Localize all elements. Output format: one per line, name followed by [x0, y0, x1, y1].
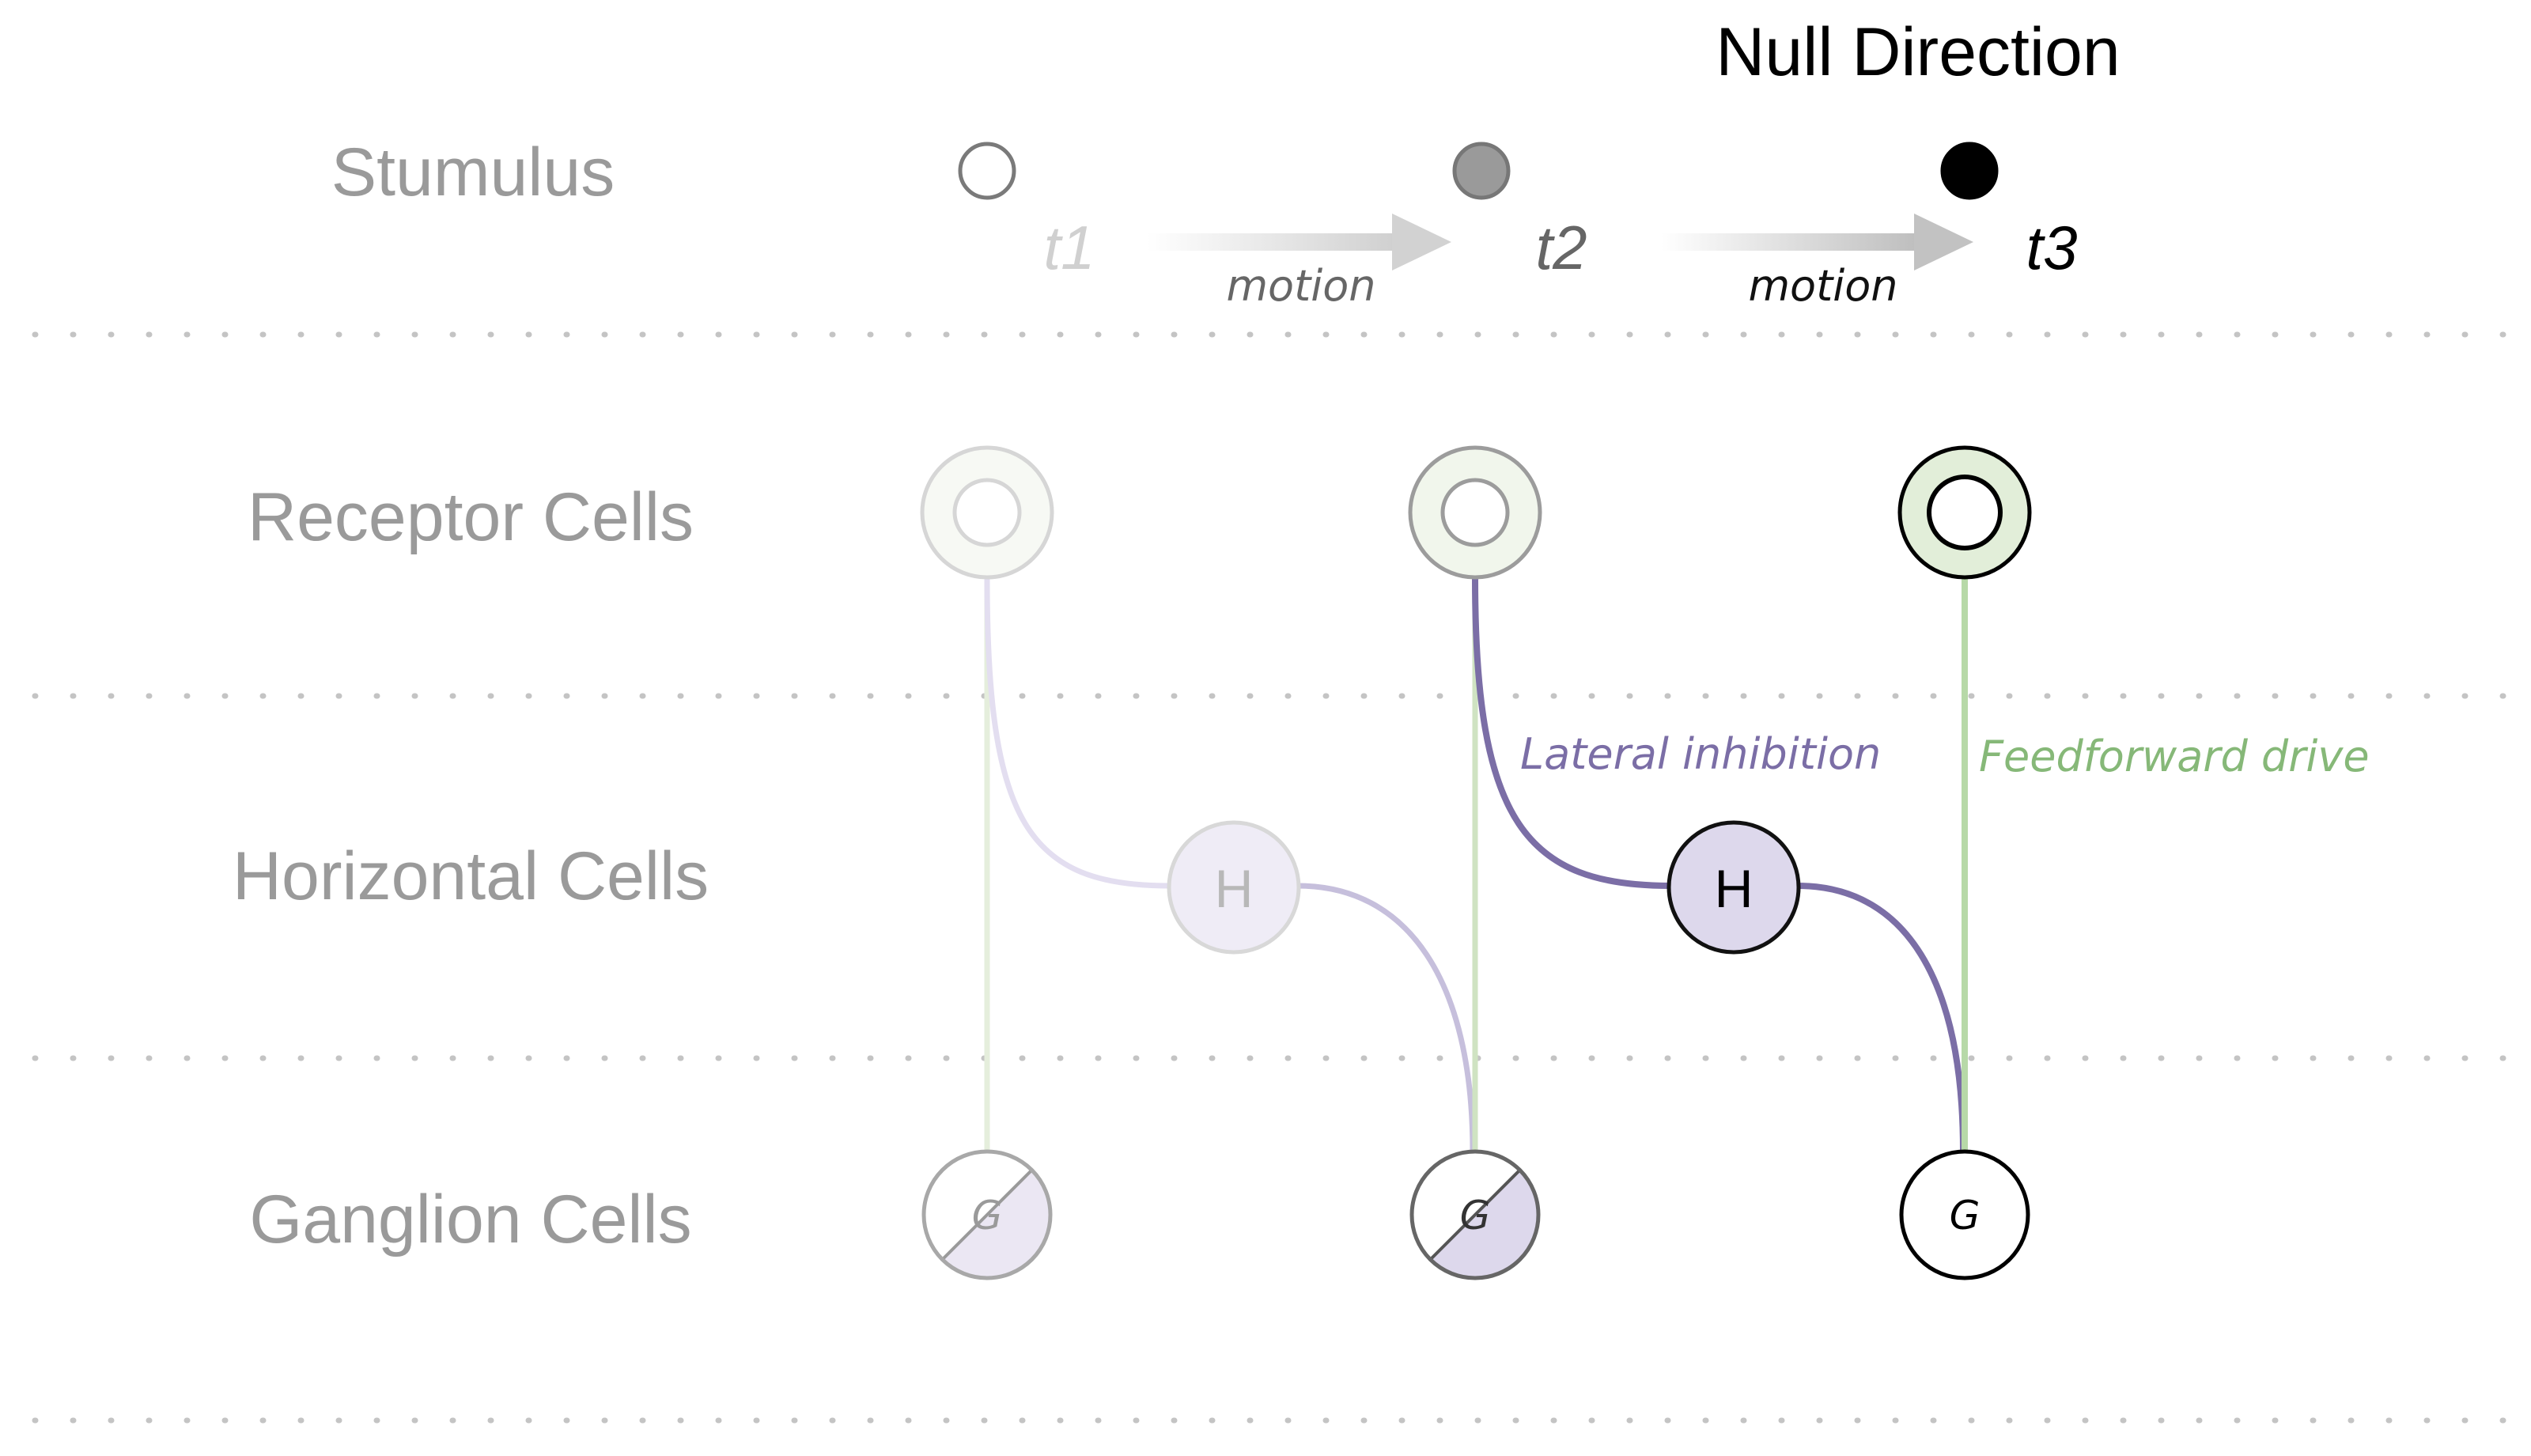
- ganglion-cell-2: G: [1409, 1149, 1541, 1280]
- row-label-horizontal-cells: Horizontal Cells: [233, 838, 709, 914]
- inhibition-path-2-in: [1472, 578, 1671, 889]
- horizontal-cell-1: H: [1167, 820, 1301, 955]
- ganglion-cell-1-letter: G: [972, 1193, 1003, 1239]
- stimulus-dot-t2: [1452, 142, 1511, 200]
- time-label-t3: t3: [2026, 213, 2077, 282]
- annotation-lateral-inhibition: Lateral inhibition: [1520, 729, 1881, 779]
- ganglion-cell-2-letter: G: [1460, 1193, 1491, 1239]
- time-label-t1: t1: [1043, 213, 1095, 282]
- ganglion-cell-3: G: [1899, 1149, 2030, 1280]
- motion-arrow-2: [1661, 214, 1973, 270]
- diagram-title: Null Direction: [1716, 14, 2120, 90]
- receptor-cell-1: [920, 445, 1054, 580]
- ganglion-cell-3-letter: G: [1950, 1193, 1981, 1239]
- stimulus-dot-t1: [958, 142, 1016, 200]
- horizontal-cell-1-letter: H: [1214, 859, 1253, 919]
- motion-label-1: motion: [1226, 261, 1375, 311]
- row-label-ganglion-cells: Ganglion Cells: [249, 1182, 691, 1257]
- row-label-receptor-cells: Receptor Cells: [248, 479, 694, 555]
- inhibition-path-2-out: [1796, 883, 1966, 1152]
- row-label-stimulus: Stumulus: [331, 134, 615, 210]
- motion-arrow-1: [1147, 214, 1451, 270]
- receptor-cell-3: [1897, 445, 2032, 580]
- inhibition-path-1-out: [1297, 883, 1476, 1152]
- annotation-feedforward-drive: Feedforward drive: [1979, 732, 2370, 781]
- receptor-cell-2: [1408, 445, 1542, 580]
- time-label-t2: t2: [1535, 213, 1587, 282]
- inhibition-path-1-in: [984, 578, 1170, 889]
- horizontal-cell-2-letter: H: [1714, 859, 1753, 919]
- ganglion-cell-1: G: [921, 1149, 1053, 1280]
- motion-label-2: motion: [1748, 261, 1897, 311]
- horizontal-cell-2: H: [1667, 820, 1801, 955]
- stimulus-dot-t3: [1940, 142, 1999, 200]
